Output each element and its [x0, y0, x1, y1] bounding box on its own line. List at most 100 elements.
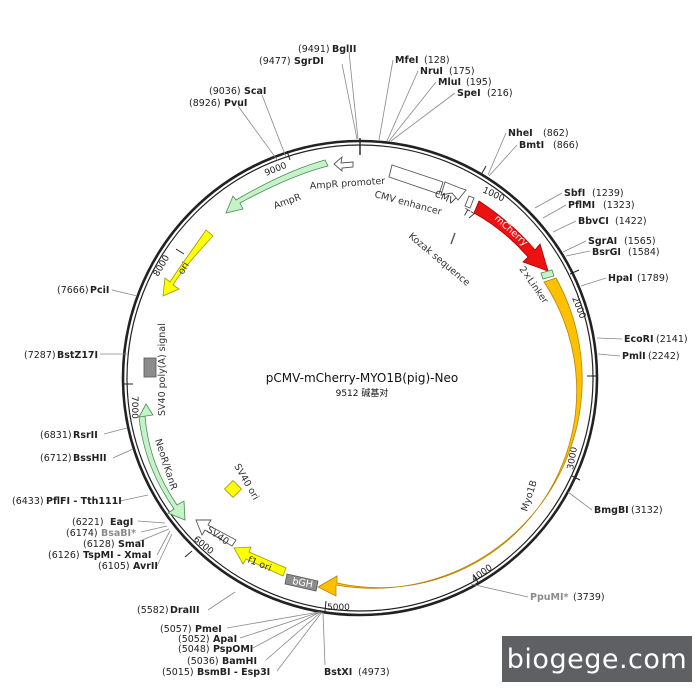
tick-label-5000: 5000: [327, 603, 350, 613]
feature-sv40-ori: [223, 479, 243, 499]
tick-label-7000: 7000: [129, 396, 139, 419]
site-name: BmgBI: [594, 505, 629, 516]
site-name: BbvCI: [578, 216, 609, 227]
site-name: SmaI: [118, 539, 145, 550]
site-pos: (1789): [637, 273, 669, 284]
site-name: NheI: [508, 128, 533, 139]
site-name: BmtI: [519, 140, 544, 151]
site-pos: (175): [449, 66, 475, 77]
site-pos: (8926): [189, 98, 221, 109]
site-leader-lines: [100, 51, 623, 672]
feature-cmv-enhancer: [388, 164, 444, 195]
feature-neor-kanr-tail: [138, 403, 154, 418]
feature-cmv-promoter: [440, 181, 467, 201]
map-subtitle: 9512 碱基对: [336, 387, 389, 399]
site-pos: (195): [466, 77, 492, 88]
bp-ticks: [123, 150, 597, 612]
site-pos: (6174): [66, 528, 98, 539]
feature-label-2xlinker: 2×Linker: [517, 264, 551, 306]
site-pos: (1422): [615, 216, 647, 227]
site-name: EagI: [110, 517, 133, 528]
feature-myo1b: [317, 277, 583, 597]
feature-label-f1-ori: f1 ori: [246, 555, 273, 574]
feature-label-ampr: AmpR: [272, 192, 303, 212]
site-name: PciI: [90, 285, 109, 296]
site-name: BsaBI*: [101, 528, 136, 539]
site-name: BamHI: [222, 656, 257, 667]
feature-kozak: [450, 232, 456, 245]
site-name: BglII: [332, 44, 356, 55]
feature-ampr-promoter: [333, 155, 354, 172]
site-pos: (5036): [187, 656, 219, 667]
site-name: PflFI - Tth111I: [46, 496, 122, 507]
site-name: PvuI: [224, 98, 247, 109]
site-name: SgrAI: [588, 236, 617, 247]
site-pos: (6831): [40, 430, 72, 441]
site-pos: (9036): [209, 86, 241, 97]
feature-label-mcherry: mCherry: [492, 213, 530, 249]
site-name: PmeI: [195, 624, 222, 635]
feature-label-cmv-enhancer: CMV enhancer: [373, 189, 443, 218]
site-name: SbfI: [564, 188, 585, 199]
site-pos: (6433): [12, 496, 44, 507]
site-pos: (9491): [298, 44, 330, 55]
site-pos: (5052): [178, 634, 210, 645]
feature-label-ori: ori: [176, 260, 192, 276]
site-pos: (6221): [72, 517, 104, 528]
site-name: BssHII: [73, 453, 107, 464]
site-name: BsrGI: [592, 247, 621, 258]
site-name: MfeI: [395, 55, 419, 66]
feature-ampr: [225, 159, 329, 214]
site-pos: (1565): [624, 236, 656, 247]
feature-2xlinker: [540, 269, 555, 280]
feature-label-bgh: bGH: [291, 576, 313, 590]
site-name: TspMI - XmaI: [83, 550, 151, 561]
feature-label-myo1b: Myo1B: [519, 479, 539, 513]
site-name: DraIII: [170, 605, 200, 616]
site-pos: (1584): [628, 247, 660, 258]
site-pos: (7666): [57, 285, 89, 296]
site-name: BstXI: [324, 667, 352, 678]
feature-label-sv40-polya: SV40 poly(A) signal: [157, 323, 168, 416]
site-name: EcoRI: [624, 334, 654, 345]
site-pos: (7287): [24, 350, 56, 361]
site-pos: (5582): [137, 605, 169, 616]
feature-sv40-promoter: [195, 519, 237, 547]
site-pos: (5015): [162, 667, 194, 678]
site-pos: (6126): [48, 550, 80, 561]
feature-label-ampr-promoter: AmpR promoter: [309, 176, 385, 192]
site-name: MluI: [438, 77, 461, 88]
feature-label-kozak: Kozak sequence: [406, 231, 472, 289]
site-pos: (3132): [631, 505, 663, 516]
site-pos: (216): [487, 88, 513, 99]
site-pos: (1323): [603, 200, 635, 211]
site-name: BsmBI - Esp3I: [197, 667, 270, 678]
feature-ori: [162, 229, 214, 297]
site-name: ScaI: [244, 86, 266, 97]
feature-mcherry: [473, 200, 549, 272]
restriction-site-labels: (9491) BglII (9477) SgrDI (9036) ScaI (8…: [12, 44, 688, 678]
site-name: NruI: [420, 66, 443, 77]
site-name: PpuMI*: [530, 592, 569, 603]
site-pos: (5057): [160, 624, 192, 635]
feature-neor-kanr: [138, 415, 186, 521]
site-pos: (3739): [573, 592, 605, 603]
site-name: HpaI: [608, 273, 633, 284]
site-pos: (6128): [83, 539, 115, 550]
site-name: SgrDI: [294, 56, 324, 67]
site-pos: (5048): [178, 644, 210, 655]
site-pos: (2242): [648, 351, 680, 362]
site-name: PflMI: [568, 200, 595, 211]
site-name: ApaI: [213, 634, 237, 645]
feature-label-sv40-ori: SV40 ori: [231, 462, 261, 502]
site-name: RsrII: [73, 430, 98, 441]
site-name: AvrII: [133, 561, 158, 572]
site-pos: (6712): [40, 453, 72, 464]
site-name: BstZ17I: [57, 350, 98, 361]
site-pos: (866): [553, 140, 579, 151]
map-title: pCMV-mCherry-MYO1B(pig)-Neo: [266, 371, 458, 385]
feature-f1-ori: [233, 546, 287, 577]
feature-sv40-polya: [143, 357, 157, 378]
site-pos: (2141): [656, 334, 688, 345]
